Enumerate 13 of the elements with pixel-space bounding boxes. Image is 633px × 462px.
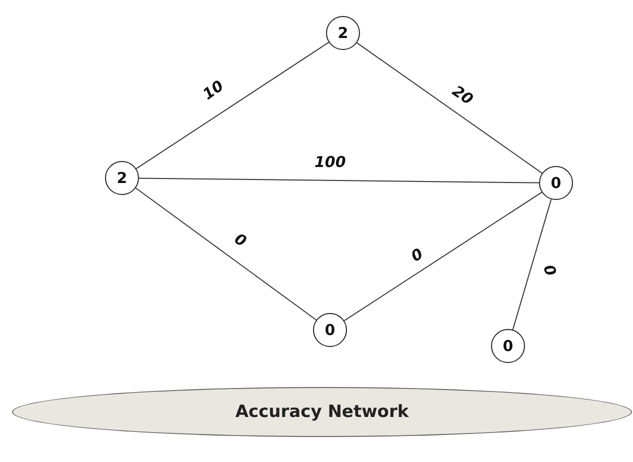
node-circle: 0 bbox=[491, 329, 525, 363]
edge-line bbox=[344, 192, 542, 322]
edge-line bbox=[512, 198, 552, 330]
edge-line bbox=[136, 42, 330, 170]
band-label: Accuracy Network bbox=[235, 402, 409, 422]
edge-line bbox=[356, 42, 543, 174]
edge-label: 100 bbox=[314, 154, 347, 170]
node-circle: 2 bbox=[105, 161, 139, 195]
node-circle: 0 bbox=[539, 166, 573, 200]
node-circle: 0 bbox=[313, 313, 347, 347]
edge-line bbox=[138, 178, 540, 184]
edge-line bbox=[135, 188, 317, 320]
node-circle: 2 bbox=[326, 16, 360, 50]
